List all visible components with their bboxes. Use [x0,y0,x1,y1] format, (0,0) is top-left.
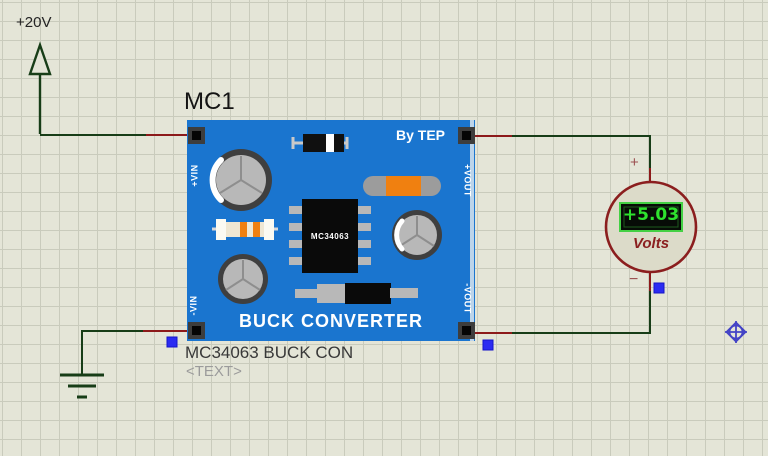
component-reference[interactable]: MC1 [184,88,235,115]
power-terminal-icon[interactable] [28,41,52,134]
module-caption-text: BUCK CONVERTER [238,311,423,331]
component-value[interactable]: MC34063 BUCK CON [185,343,354,362]
wire-voutneg-green[interactable] [512,291,651,334]
origin-marker-icon [725,321,747,343]
wire-vinneg-green[interactable] [81,330,143,375]
resistor-icon [212,219,278,240]
pin-label-vin-neg: -VIN [188,295,199,316]
component-text-placeholder[interactable]: <TEXT> [186,363,242,380]
capacitor-icon [392,210,442,260]
ic-chip-icon [289,199,371,273]
selection-handles[interactable] [166,282,665,351]
buck-module-labels: By TEP BUCK CONVERTER MC34063 +VIN -VIN … [187,120,475,341]
capacitor-icon [218,254,268,304]
capacitor-icon [209,149,272,211]
voltmeter-lcd [619,202,683,232]
power-net-label[interactable]: +20V [16,14,52,31]
pin-label-vout-pos: +VOUT [462,164,473,197]
module-pads[interactable] [188,127,475,339]
ic-part-number: MC34063 [310,231,350,241]
wire-voutpos-green[interactable] [512,135,651,168]
board-edge-highlight [470,120,474,341]
pin-label-vout-neg: -VOUT [462,283,473,314]
buck-module-board[interactable] [187,120,475,341]
ground-icon[interactable] [60,373,104,399]
voltmeter-plus-terminal: + [630,154,639,171]
inductor-icon [363,176,441,196]
module-brand-text: By TEP [395,127,445,143]
diode-icon [291,134,349,152]
pin-label-vin-pos: +VIN [189,164,200,187]
voltmeter-reading: +5.03 [622,205,680,225]
voltmeter-unit-label: Volts [632,235,670,252]
voltmeter-minus-terminal: − [629,271,639,288]
power-diode-icon [295,283,418,304]
voltmeter[interactable] [604,180,698,274]
